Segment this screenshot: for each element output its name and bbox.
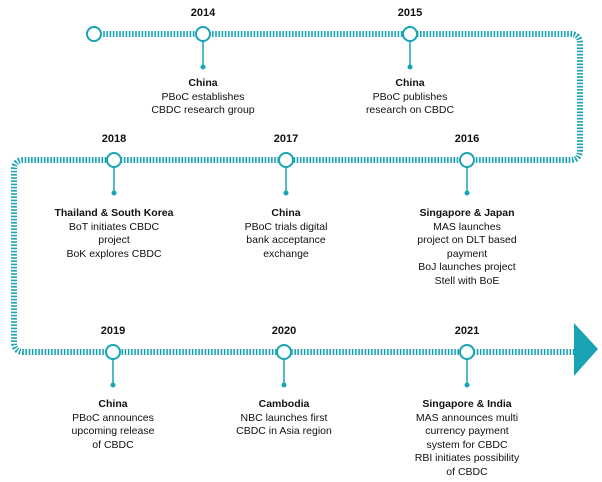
- milestone-country: Singapore & India: [422, 398, 512, 410]
- milestone-description: PBoC publishes research on CBDC: [365, 90, 455, 117]
- milestone-description: NBC launches first CBDC in Asia region: [236, 411, 332, 438]
- milestone-2017: China PBoC trials digital bank acceptanc…: [211, 207, 361, 261]
- timeline-start-node: [86, 26, 102, 42]
- milestone-description: PBoC announces upcoming release of CBDC: [71, 411, 155, 451]
- year-label-2018: 2018: [101, 133, 127, 145]
- year-label-2015: 2015: [397, 7, 423, 19]
- connector-dot-2015: [407, 64, 413, 70]
- milestone-country: China: [188, 77, 218, 89]
- year-label-2014: 2014: [190, 7, 216, 19]
- timeline-node-2016: [459, 152, 475, 168]
- connector-dot-2020: [281, 382, 287, 388]
- milestone-description: MAS announces multi currency payment sys…: [414, 411, 520, 478]
- year-label-2017: 2017: [273, 133, 299, 145]
- year-label-2020: 2020: [271, 325, 297, 337]
- timeline-node-2021: [459, 344, 475, 360]
- connector-dot-2016: [464, 190, 470, 196]
- timeline-arrow-icon: [574, 323, 598, 376]
- timeline-node-2020: [276, 344, 292, 360]
- milestone-2016: Singapore & Japan MAS launches project o…: [392, 207, 542, 288]
- timeline-node-2019: [105, 344, 121, 360]
- milestone-country: China: [271, 207, 301, 219]
- milestone-2018: Thailand & South Korea BoT initiates CBD…: [39, 207, 189, 261]
- milestone-country: Singapore & Japan: [419, 207, 515, 219]
- milestone-2019: China PBoC announces upcoming release of…: [38, 398, 188, 452]
- timeline-node-2014: [195, 26, 211, 42]
- connector-dot-2014: [200, 64, 206, 70]
- milestone-country: Cambodia: [258, 398, 310, 410]
- milestone-description: PBoC establishes CBDC research group: [151, 90, 255, 117]
- connector-dot-2017: [283, 190, 289, 196]
- year-label-2016: 2016: [454, 133, 480, 145]
- milestone-country: China: [98, 398, 128, 410]
- timeline-node-2018: [106, 152, 122, 168]
- timeline-track: [11, 31, 583, 355]
- milestone-country: China: [395, 77, 425, 89]
- milestone-2014: China PBoC establishes CBDC research gro…: [128, 77, 278, 118]
- year-label-2021: 2021: [454, 325, 480, 337]
- timeline-node-2017: [278, 152, 294, 168]
- connector-dot-2018: [111, 190, 117, 196]
- milestone-2021: Singapore & India MAS announces multi cu…: [392, 398, 542, 479]
- milestone-2020: Cambodia NBC launches first CBDC in Asia…: [209, 398, 359, 439]
- milestone-description: MAS launches project on DLT based paymen…: [417, 220, 517, 287]
- milestone-2015: China PBoC publishes research on CBDC: [335, 77, 485, 118]
- connector-dot-2021: [464, 382, 470, 388]
- connector-dot-2019: [110, 382, 116, 388]
- timeline-node-2015: [402, 26, 418, 42]
- year-label-2019: 2019: [100, 325, 126, 337]
- milestone-description: BoT initiates CBDC project BoK explores …: [66, 220, 162, 260]
- milestone-country: Thailand & South Korea: [54, 207, 174, 219]
- milestone-description: PBoC trials digital bank acceptance exch…: [244, 220, 328, 260]
